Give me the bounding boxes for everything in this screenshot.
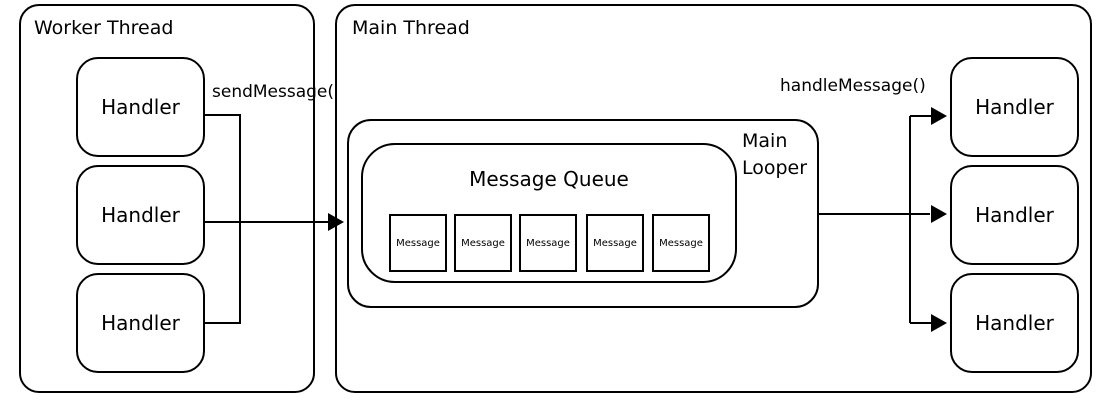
- main-looper-label-line1: Main: [742, 130, 788, 152]
- arrow-to-looper: [328, 213, 344, 231]
- send-message-label: sendMessage(): [212, 82, 341, 102]
- main-handler-3: Handler: [950, 273, 1079, 373]
- worker-thread-title: Worker Thread: [34, 17, 174, 39]
- worker-handler-2: Handler: [76, 165, 205, 265]
- message-item-4: Message: [586, 214, 644, 272]
- handle-message-label: handleMessage(): [780, 76, 926, 96]
- message-item-1: Message: [389, 214, 447, 272]
- worker-handler-3: Handler: [76, 273, 205, 373]
- message-item-3: Message: [519, 214, 577, 272]
- main-looper-label-line2: Looper: [742, 157, 808, 179]
- message-item-5: Message: [652, 214, 710, 272]
- message-queue-title: Message Queue: [469, 167, 629, 191]
- arrow-to-handler-1: [931, 107, 947, 125]
- main-handler-2: Handler: [950, 165, 1079, 265]
- message-item-2: Message: [454, 214, 512, 272]
- worker-handler-1: Handler: [76, 57, 205, 157]
- arrow-to-handler-3: [931, 314, 947, 332]
- arrow-to-handler-2: [931, 205, 947, 223]
- main-handler-1: Handler: [950, 57, 1079, 157]
- message-queue: Message Queue Message Message Message Me…: [361, 143, 737, 283]
- send-bracket-line: [205, 114, 241, 324]
- main-thread-title: Main Thread: [352, 17, 470, 39]
